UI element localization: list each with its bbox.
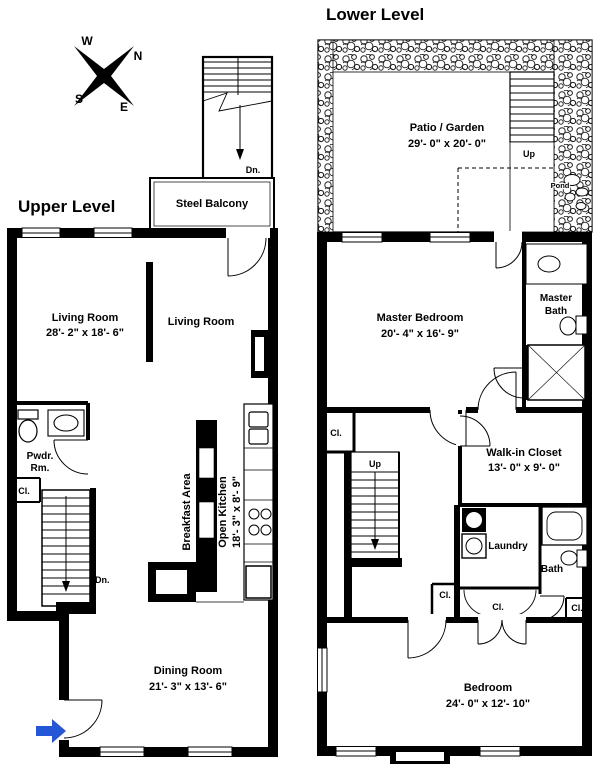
toilet-icon xyxy=(560,549,588,568)
pond xyxy=(563,174,589,210)
walk-in-closet-name: Walk-in Closet xyxy=(486,447,562,459)
lower-bay-bump xyxy=(390,748,450,764)
washer-dryer-icon xyxy=(461,508,487,559)
living-room-name: Living Room xyxy=(52,312,119,324)
bedroom-door-arc xyxy=(407,619,447,659)
lower-level-title: Lower Level xyxy=(326,5,424,24)
patio-dashed-boundary xyxy=(457,167,554,232)
powder-room-label-1: Pwdr. xyxy=(27,451,54,462)
master-bath-label-2: Bath xyxy=(545,306,567,317)
bedroom-double-door-arcs xyxy=(477,619,527,645)
down-arrow-icon xyxy=(236,149,244,160)
master-bedroom-name: Master Bedroom xyxy=(377,312,464,324)
bedroom-dims: 24'- 0" x 12'- 10" xyxy=(446,698,530,710)
kitchen-island xyxy=(196,420,217,592)
upper-windows xyxy=(21,227,233,757)
garden-plant-border-right xyxy=(553,39,593,233)
steel-balcony-label: Steel Balcony xyxy=(176,198,249,210)
toilet-icon xyxy=(17,409,39,443)
upper-interior xyxy=(12,262,274,614)
powder-door-arc xyxy=(53,439,89,475)
kitchen-sink-icon xyxy=(248,411,269,428)
master-bedroom-door-arc xyxy=(477,371,517,411)
garden-plant-border-left xyxy=(317,39,334,233)
garden-stairs xyxy=(509,71,555,233)
master-bath-door-arc xyxy=(493,367,525,399)
hall-closet-label: Cl. xyxy=(330,428,342,438)
lower-windows xyxy=(317,232,521,757)
balcony-door-arc xyxy=(227,237,267,277)
garden-door-opening xyxy=(494,231,522,243)
upper-exterior-stairs xyxy=(201,55,274,182)
upper-stairs-mid xyxy=(41,488,96,614)
living-room-dims: 28'- 2" x 18'- 6" xyxy=(46,327,124,339)
lower-interior xyxy=(322,242,588,659)
kitchen-counter xyxy=(243,403,274,601)
powder-room-label-2: Rm. xyxy=(31,463,50,474)
upper-closet-label: Cl. xyxy=(18,486,30,496)
master-bath-label-1: Master xyxy=(540,293,572,304)
compass-w: W xyxy=(81,34,93,48)
laundry-closet-label: Cl. xyxy=(492,602,504,612)
toilet-icon xyxy=(559,315,588,336)
compass-rose-icon: W N S E xyxy=(74,34,142,114)
living-room-rear-label: Living Room xyxy=(168,316,235,328)
shower-icon xyxy=(522,344,586,401)
entry-door-opening xyxy=(59,700,69,740)
stove-burners-icon xyxy=(248,508,272,536)
upper-closet-walls xyxy=(12,477,41,503)
lower-level-plan: Lower Level Patio / Garden 29'- 0" x 20'… xyxy=(317,5,593,764)
master-bath-vanity xyxy=(525,243,588,285)
master-bedroom-dims: 20'- 4" x 16'- 9" xyxy=(381,328,459,340)
laundry-label: Laundry xyxy=(488,541,528,552)
upper-level-title: Upper Level xyxy=(18,197,115,216)
garden-stairs-up-label: Up xyxy=(523,149,535,159)
bath-label: Bath xyxy=(541,564,563,575)
stairs-mid-dn-label: Dn. xyxy=(95,575,110,585)
entry-door-arc xyxy=(63,699,103,739)
sink-icon xyxy=(47,409,85,437)
walk-in-closet-dims: 13'- 0" x 9'- 0" xyxy=(488,462,560,474)
dining-room-name: Dining Room xyxy=(154,665,223,677)
stairs-up-label: Up xyxy=(369,459,381,469)
bathtub-icon xyxy=(541,506,588,546)
dining-room-dims: 21'- 3" x 13'- 6" xyxy=(149,681,227,693)
garden-plant-border-top xyxy=(317,39,593,73)
stairs-top-dn-label: Dn. xyxy=(246,165,261,175)
upper-level-plan: W N S E xyxy=(7,34,278,757)
compass-n: N xyxy=(134,49,143,63)
lower-stairs xyxy=(344,451,402,620)
entry-arrow-icon xyxy=(36,719,66,743)
breakfast-banquette xyxy=(148,562,196,602)
down-arrow-icon xyxy=(371,539,379,550)
balcony-door-opening xyxy=(226,227,270,238)
living-room-divider-wall xyxy=(146,262,153,362)
patio-garden xyxy=(317,39,593,233)
down-arrow-icon xyxy=(62,581,70,592)
pond-label: Pond xyxy=(551,181,570,190)
breakfast-area-label: Breakfast Area xyxy=(181,472,193,550)
sink-icon xyxy=(537,255,561,273)
compass-s: S xyxy=(75,92,83,106)
fridge-icon xyxy=(245,565,272,599)
garden-door-arc xyxy=(495,241,523,269)
walk-in-closet-door-arc xyxy=(459,415,491,447)
patio-garden-dims: 29'- 0" x 20'- 0" xyxy=(408,138,486,150)
open-kitchen-dims: 18'- 3" x 8'- 9" xyxy=(231,476,243,548)
fireplace-icon xyxy=(251,330,274,378)
mid-closet-label: Cl. xyxy=(439,590,451,600)
open-kitchen-name: Open Kitchen xyxy=(217,476,229,548)
upper-outer-walls xyxy=(7,228,278,757)
compass-e: E xyxy=(120,100,128,114)
patio-garden-name: Patio / Garden xyxy=(410,122,485,134)
bedroom-name: Bedroom xyxy=(464,682,513,694)
bath-closet-label: Cl. xyxy=(571,603,583,613)
